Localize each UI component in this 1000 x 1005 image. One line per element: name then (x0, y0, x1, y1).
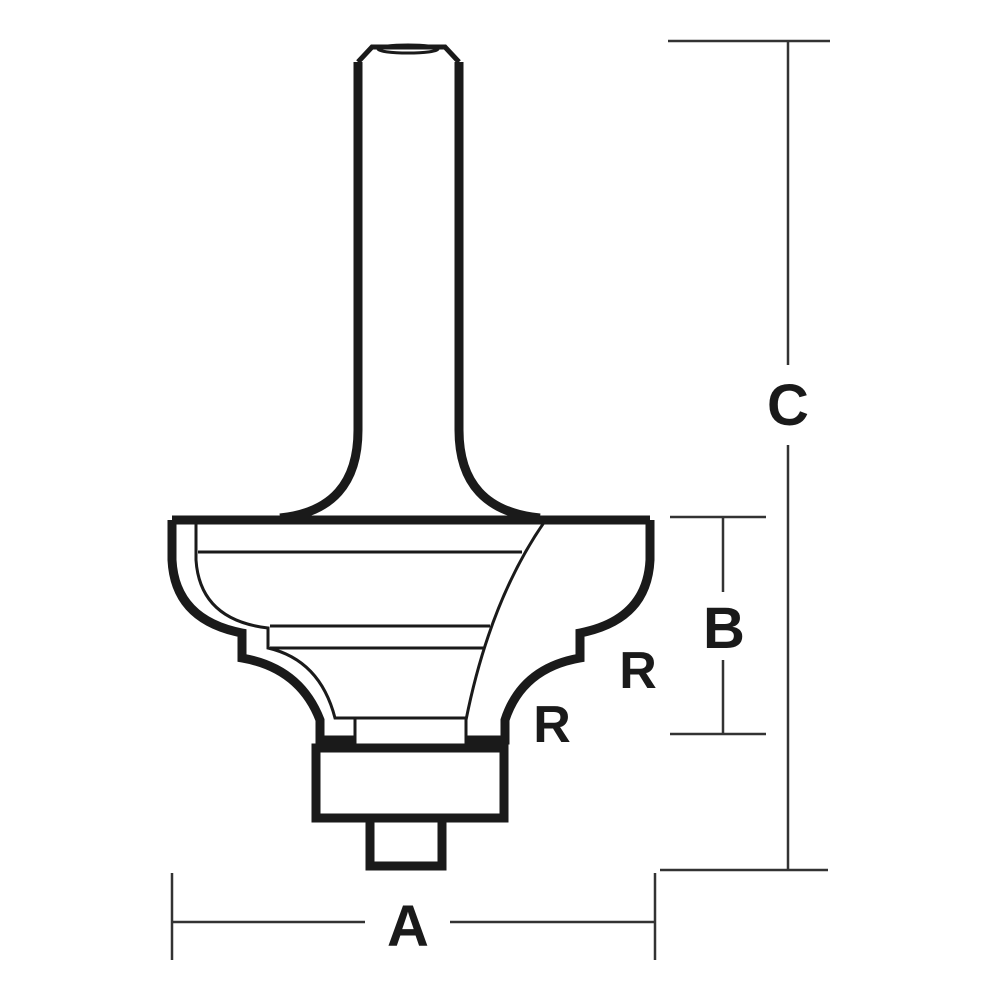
label-c: C (767, 373, 809, 438)
label-a: A (387, 894, 429, 959)
dimension-a: A (170, 873, 657, 960)
bearing (311, 743, 509, 823)
dimension-c: C (660, 39, 830, 872)
bearing-screw (365, 813, 447, 871)
shank (279, 43, 541, 523)
label-r-lower: R (533, 696, 571, 754)
cutter-body (167, 515, 655, 745)
label-b: B (703, 596, 745, 661)
label-r-upper: R (619, 642, 657, 700)
dimension-b: B (670, 515, 766, 736)
